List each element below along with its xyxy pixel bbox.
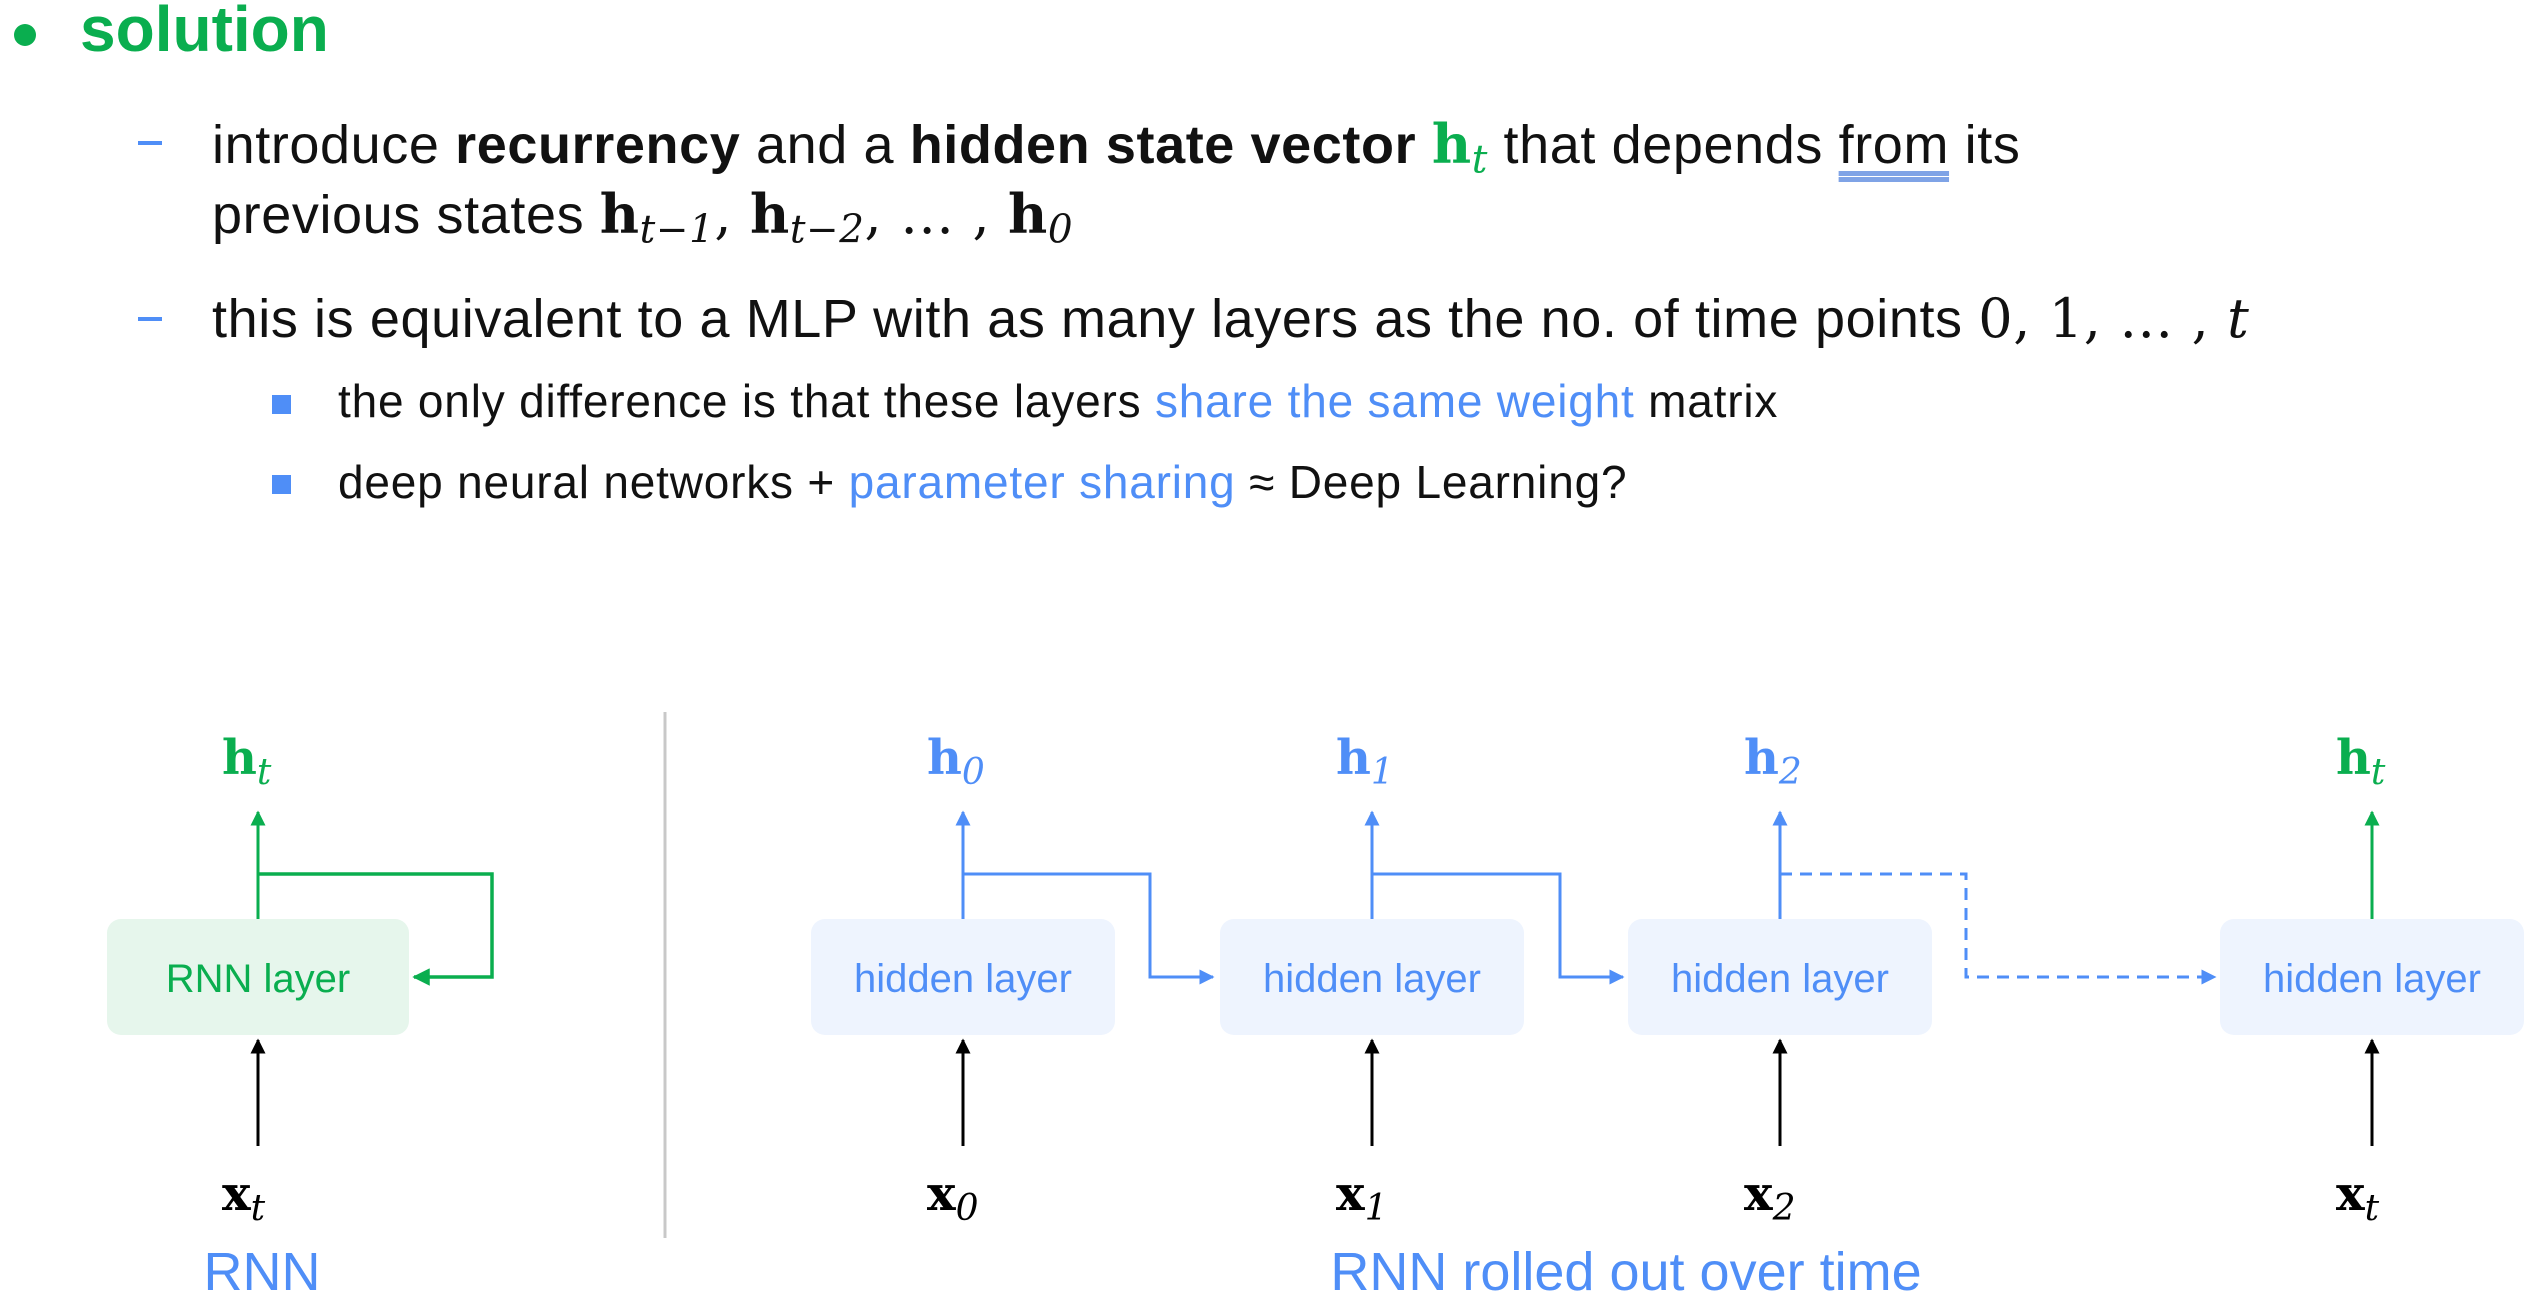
- text: deep neural networks +: [338, 456, 849, 508]
- sub-bullet-2: deep neural networks + parameter sharing…: [338, 455, 1627, 509]
- math-h: h: [749, 182, 790, 246]
- underlined-from: from: [1838, 115, 1950, 175]
- input-label: x0: [927, 1166, 979, 1229]
- rnn-layer-box: [107, 919, 409, 1035]
- state-arrow-0-1: [963, 872, 1215, 985]
- dash-bullet-icon: [138, 317, 162, 321]
- text: its: [1949, 115, 2021, 175]
- hidden-layer-label: hidden layer: [1671, 957, 1889, 1001]
- state-arrow-1-2: [1372, 872, 1625, 985]
- bullet-1-line-1: introduce recurrency and a hidden state …: [212, 112, 2020, 183]
- output-state-label: h2: [1744, 730, 1802, 793]
- bold-hidden-state-vector: hidden state vector: [909, 115, 1417, 175]
- math-h: h: [1007, 182, 1048, 246]
- hidden-layer-box: [1220, 919, 1524, 1035]
- math-ellipsis: … ,: [900, 183, 1008, 246]
- hidden-layer-label: hidden layer: [854, 957, 1072, 1001]
- bullet-1-line-2: previous states ht−1, ht−2, … , h0: [212, 182, 1073, 253]
- output-state-label: h1: [1336, 730, 1394, 793]
- math-time-points: 0, 1, … ,: [1978, 287, 2228, 350]
- hidden-layer-box: [1628, 919, 1932, 1035]
- rnn-output-label: ht: [222, 730, 272, 793]
- math-h: h: [1431, 112, 1472, 176]
- rnn-caption: RNN: [204, 1242, 321, 1302]
- math-sub: t−2: [789, 207, 865, 253]
- text: that depends: [1487, 115, 1839, 175]
- text: matrix: [1634, 375, 1779, 427]
- math-h-t: ht: [1431, 112, 1488, 183]
- highlight-text: parameter sharing: [848, 456, 1236, 508]
- sub-bullet-1: the only difference is that these layers…: [338, 374, 1778, 428]
- text: this is equivalent to a MLP with as many…: [212, 289, 1979, 349]
- input-label: x2: [1744, 1166, 1796, 1229]
- text: the only difference is that these layers: [338, 375, 1155, 427]
- math-sep: ,: [714, 183, 750, 246]
- rnn-input-label: xt: [222, 1166, 266, 1229]
- highlight-text: share the same weight: [1154, 375, 1635, 427]
- math-sub: t: [1471, 137, 1488, 183]
- rnn-recurrent-arrow: [258, 872, 494, 986]
- square-bullet-icon: [272, 395, 291, 414]
- unrolled-caption: RNN rolled out over time: [1330, 1242, 1921, 1302]
- title-bullet-icon: [14, 24, 36, 46]
- bold-recurrency: recurrency: [455, 115, 741, 175]
- input-label: xt: [2336, 1166, 2380, 1229]
- text: introduce: [212, 115, 456, 175]
- hidden-layer-label: hidden layer: [2263, 957, 2481, 1001]
- dash-bullet-icon: [138, 141, 162, 145]
- math-sub: t−1: [639, 207, 715, 253]
- hidden-layer-box: [2220, 919, 2524, 1035]
- text: previous states: [212, 185, 600, 245]
- square-bullet-icon: [272, 475, 291, 494]
- bullet-2-line: this is equivalent to a MLP with as many…: [212, 287, 2249, 350]
- text: and a: [740, 115, 910, 175]
- rnn-layer-label: RNN layer: [166, 957, 350, 1001]
- section-title: solution: [80, 0, 329, 65]
- math-t: t: [2227, 287, 2250, 350]
- hidden-layer-box: [811, 919, 1115, 1035]
- output-state-label: ht: [2336, 730, 2386, 793]
- text: ≈ Deep Learning?: [1235, 456, 1628, 508]
- hidden-layer-label: hidden layer: [1263, 957, 1481, 1001]
- math-h: h: [599, 182, 640, 246]
- math-sep: ,: [864, 183, 901, 246]
- input-label: x1: [1336, 1166, 1388, 1229]
- output-state-label: h0: [927, 730, 985, 793]
- math-sub: 0: [1047, 207, 1074, 253]
